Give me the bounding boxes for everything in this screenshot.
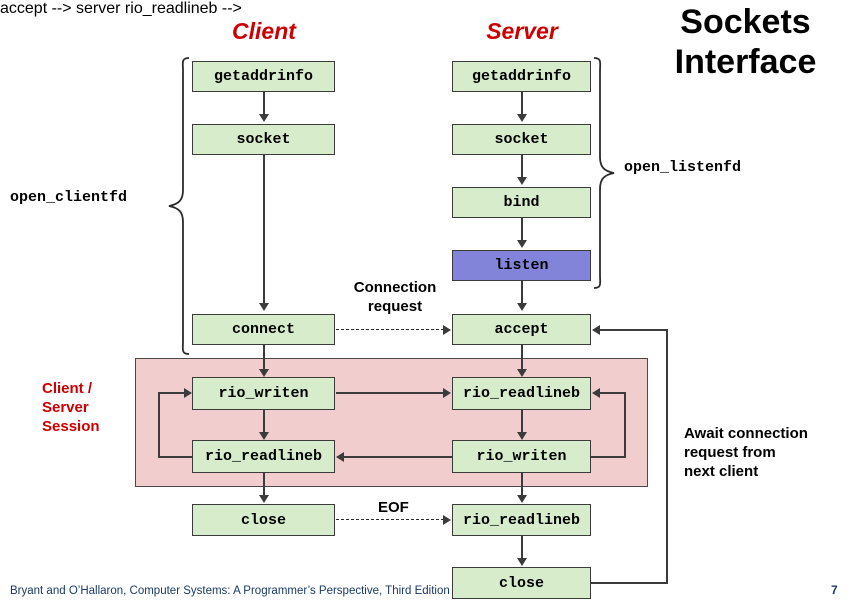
connection-request-label: Connection request <box>353 279 437 315</box>
arrowhead-server-1 <box>517 114 527 122</box>
page-title: Sockets Interface <box>640 2 851 82</box>
server-write-to-client-read <box>344 456 452 458</box>
arrowhead-server-3 <box>517 240 527 248</box>
client-write-to-server-read <box>336 392 444 394</box>
arrowhead-client-5 <box>259 495 269 503</box>
page-title-line2: Interface <box>674 43 817 81</box>
connector-client-5 <box>263 473 265 501</box>
connection-request-dashed-line <box>336 329 444 330</box>
await-connection-label: Await connection request from next clien… <box>684 425 808 480</box>
arrowhead-server-loop <box>592 388 600 398</box>
arrowhead-server-7 <box>517 495 527 503</box>
server-loop-top <box>600 392 626 394</box>
arrowhead-server-write-client-read <box>336 452 344 462</box>
open-listenfd-label: open_listenfd <box>624 159 742 176</box>
node-client-socket[interactable]: socket <box>192 124 335 155</box>
connector-client-3 <box>263 345 265 375</box>
node-server-close[interactable]: close <box>452 567 591 599</box>
connector-client-4 <box>263 410 265 438</box>
column-heading-client: Client <box>232 18 296 44</box>
arrowhead-client-1 <box>259 114 269 122</box>
open-clientfd-label: open_clientfd <box>10 189 128 206</box>
client-loop-bottom <box>158 456 194 458</box>
page-title-line1: Sockets <box>680 3 811 41</box>
connector-client-2 <box>263 155 265 307</box>
open-listenfd-brace <box>593 57 615 289</box>
connector-server-6 <box>521 410 523 438</box>
column-heading-server: Server <box>486 18 558 44</box>
open-clientfd-brace <box>168 57 190 355</box>
node-client-rio-readlineb[interactable]: rio_readlineb <box>192 440 335 473</box>
footer-attribution: Bryant and O’Hallaron, Computer Systems:… <box>10 585 450 597</box>
arrowhead-await-return <box>592 325 600 335</box>
arrowhead-client-4 <box>259 432 269 440</box>
server-loop-bottom <box>590 456 626 458</box>
connector-server-1 <box>521 92 523 118</box>
node-server-rio-writen[interactable]: rio_writen <box>452 440 591 473</box>
node-client-close[interactable]: close <box>192 504 335 536</box>
arrowhead-connection-request <box>443 325 451 335</box>
connector-server-2 <box>521 155 523 181</box>
page-number: 7 <box>831 583 838 597</box>
eof-label: EOF <box>378 499 409 516</box>
arrowhead-server-2 <box>517 177 527 185</box>
arrowhead-server-8 <box>517 558 527 566</box>
node-server-getaddrinfo[interactable]: getaddrinfo <box>452 61 591 92</box>
client-loop-left <box>158 392 160 458</box>
connector-server-7 <box>521 473 523 501</box>
server-loop-right <box>624 392 626 458</box>
arrowhead-server-4 <box>517 303 527 311</box>
client-loop-top <box>158 392 186 394</box>
arrowhead-server-6 <box>517 432 527 440</box>
node-client-getaddrinfo[interactable]: getaddrinfo <box>192 61 335 92</box>
connector-server-4 <box>521 281 523 307</box>
arrowhead-client-write-server-read <box>443 388 451 398</box>
node-server-socket[interactable]: socket <box>452 124 591 155</box>
arrowhead-client-2 <box>259 303 269 311</box>
node-client-connect[interactable]: connect <box>192 314 335 345</box>
arrowhead-client-3 <box>259 369 269 377</box>
node-client-rio-writen[interactable]: rio_writen <box>192 377 335 410</box>
connector-server-5 <box>521 345 523 375</box>
arrowhead-client-loop <box>184 388 192 398</box>
await-return-right <box>666 329 668 583</box>
await-return-top <box>600 329 668 331</box>
node-server-listen[interactable]: listen <box>452 250 591 281</box>
node-server-rio-readlineb-eof[interactable]: rio_readlineb <box>452 504 591 536</box>
connector-server-8 <box>521 536 523 564</box>
arrowhead-server-5 <box>517 369 527 377</box>
eof-dashed-line <box>336 519 444 520</box>
arrowhead-eof <box>443 515 451 525</box>
node-server-accept[interactable]: accept <box>452 314 591 345</box>
node-server-rio-readlineb[interactable]: rio_readlineb <box>452 377 591 410</box>
connector-server-3 <box>521 218 523 244</box>
session-label: Client / Server Session <box>42 380 100 435</box>
await-return-bottom <box>590 582 668 584</box>
node-server-bind[interactable]: bind <box>452 187 591 218</box>
connector-client-1 <box>263 92 265 118</box>
